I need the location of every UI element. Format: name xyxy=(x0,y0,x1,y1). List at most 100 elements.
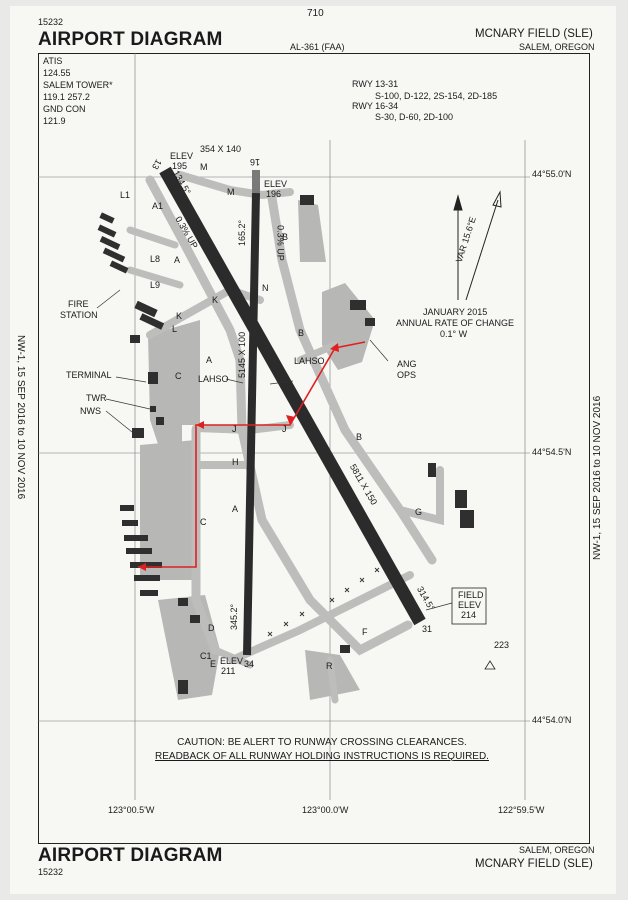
lon-left: 123°00.5'W xyxy=(108,805,155,815)
field-elev-box xyxy=(451,587,487,625)
page-number: 710 xyxy=(307,8,324,19)
rwy-16-dims: 354 X 140 xyxy=(200,144,242,154)
taxiway-e xyxy=(211,646,254,669)
tower-freq: 119.1 257.2 xyxy=(43,92,90,102)
runways xyxy=(159,166,426,656)
taxiway-r xyxy=(326,656,339,704)
taxiway-b xyxy=(267,193,437,565)
twy-l-label: L xyxy=(172,324,178,334)
atis-freq: 124.55 xyxy=(43,68,71,78)
elev-13-label: ELEV xyxy=(170,151,194,161)
runway-16-34 xyxy=(243,192,260,656)
twy-c-label-2: C xyxy=(200,517,207,527)
rwy-16-heading: 165.2° xyxy=(237,219,248,247)
lahso-label-1: LAHSO xyxy=(198,374,229,384)
taxi-route xyxy=(138,341,366,571)
ang-label-2: OPS xyxy=(397,370,417,380)
terminal-label: TERMINAL xyxy=(66,370,112,380)
rwy-34-number: 34 xyxy=(244,659,255,669)
gnd-freq: 121.9 xyxy=(43,116,66,126)
twy-f-label: F xyxy=(362,627,368,637)
caution-note: CAUTION: BE ALERT TO RUNWAY CROSSING CLE… xyxy=(112,736,532,763)
rwy2-strength: S-30, D-60, 2D-100 xyxy=(375,112,454,122)
doc-number-bottom: 15232 xyxy=(38,867,64,877)
twy-b-label-2: B xyxy=(298,328,305,338)
rwy1-strength: S-100, D-122, 2S-154, 2D-185 xyxy=(375,91,498,101)
lat-bottom: 44°54.0'N xyxy=(532,715,572,725)
taxiway-m xyxy=(176,171,294,200)
twy-d-label: D xyxy=(208,623,215,633)
nws-label: NWS xyxy=(80,406,101,416)
twy-h-label: H xyxy=(232,457,239,467)
rwy2-label: RWY 16-34 xyxy=(352,101,399,111)
rwy-34-heading: 345.2° xyxy=(229,603,240,631)
twy-j-label-2: J xyxy=(282,424,287,434)
twy-k-label-1: K xyxy=(176,311,183,321)
hold-short-markers xyxy=(267,567,380,637)
twy-r-label: R xyxy=(326,661,333,671)
rwy-16-grade: 0.3% UP xyxy=(275,225,286,261)
location-bottom: SALEM, OREGON xyxy=(519,845,595,855)
caution-line-2: READBACK OF ALL RUNWAY HOLDING INSTRUCTI… xyxy=(155,750,489,762)
airport-name-bottom: MCNARY FIELD (SLE) xyxy=(475,858,593,870)
doc-number-top: 15232 xyxy=(38,17,64,27)
mag-change-label: ANNUAL RATE OF CHANGE xyxy=(396,318,515,328)
faa-id: AL-361 (FAA) xyxy=(290,42,345,52)
twy-l9-label: L9 xyxy=(150,280,161,290)
twy-g-label: G xyxy=(415,507,423,517)
twy-m-label-2: M xyxy=(227,187,235,197)
rwy1-label: RWY 13-31 xyxy=(352,79,399,89)
taxiway-ang-connector xyxy=(296,341,339,364)
fire-station-label-2: STATION xyxy=(60,310,98,320)
elev-34-value: 211 xyxy=(221,666,236,676)
south-apron xyxy=(140,440,200,580)
footer-title: AIRPORT DIAGRAM xyxy=(38,845,223,866)
page-title: AIRPORT DIAGRAM xyxy=(38,29,223,50)
buildings xyxy=(97,195,474,694)
twy-a1-label: A1 xyxy=(152,201,164,211)
twy-a-label-2: A xyxy=(206,355,213,365)
twy-e-label: E xyxy=(210,659,217,669)
twy-c-label-1: C xyxy=(175,371,182,381)
location-top: SALEM, OREGON xyxy=(519,42,595,52)
taxiway-g xyxy=(396,466,444,526)
twy-b-label-1: B xyxy=(282,232,289,242)
twy-a-label-3: A xyxy=(232,504,239,514)
north-apron xyxy=(298,200,326,262)
mag-change-value: 0.1° W xyxy=(440,329,468,339)
twr-label: TWR xyxy=(86,393,107,403)
spot-elev-value: 223 xyxy=(494,640,510,650)
airport-name-top: MCNARY FIELD (SLE) xyxy=(475,28,593,40)
tower-label: SALEM TOWER* xyxy=(43,80,113,90)
lon-mid: 123°00.0'W xyxy=(302,805,349,815)
lat-top: 44°55.0'N xyxy=(532,169,572,179)
twy-m-label-1: M xyxy=(200,162,208,172)
twy-a-label-1: A xyxy=(174,255,181,265)
chart-page xyxy=(10,6,616,894)
twy-k-label-2: K xyxy=(212,295,219,305)
lat-mid: 44°54.5'N xyxy=(532,447,572,457)
lon-right: 122°59.5'W xyxy=(498,805,545,815)
leader-lines xyxy=(96,289,453,611)
gnd-label: GND CON xyxy=(43,104,86,114)
elev-16-label: ELEV xyxy=(264,179,288,189)
diagram-frame xyxy=(38,53,590,844)
taxiway-l xyxy=(126,226,184,289)
twy-l1-label: L1 xyxy=(120,190,131,200)
twy-j-label-1: J xyxy=(232,424,237,434)
field-elev-label-1: FIELD xyxy=(458,590,484,600)
twy-c1-label: C1 xyxy=(200,651,212,661)
elev-16-value: 196 xyxy=(266,189,282,199)
taxiway-f xyxy=(228,571,414,664)
elev-34-label: ELEV xyxy=(220,656,244,666)
twy-l8-label: L8 xyxy=(150,254,161,264)
field-elev-value: 214 xyxy=(461,610,477,620)
spot-elev-marker xyxy=(484,660,496,670)
twy-b-label-3: B xyxy=(356,432,363,442)
caution-line-1: CAUTION: BE ALERT TO RUNWAY CROSSING CLE… xyxy=(177,737,467,748)
elev-13-value: 195 xyxy=(172,161,188,171)
runway-13-31 xyxy=(159,166,426,626)
atis-label: ATIS xyxy=(43,56,63,66)
mag-date: JANUARY 2015 xyxy=(423,307,488,317)
